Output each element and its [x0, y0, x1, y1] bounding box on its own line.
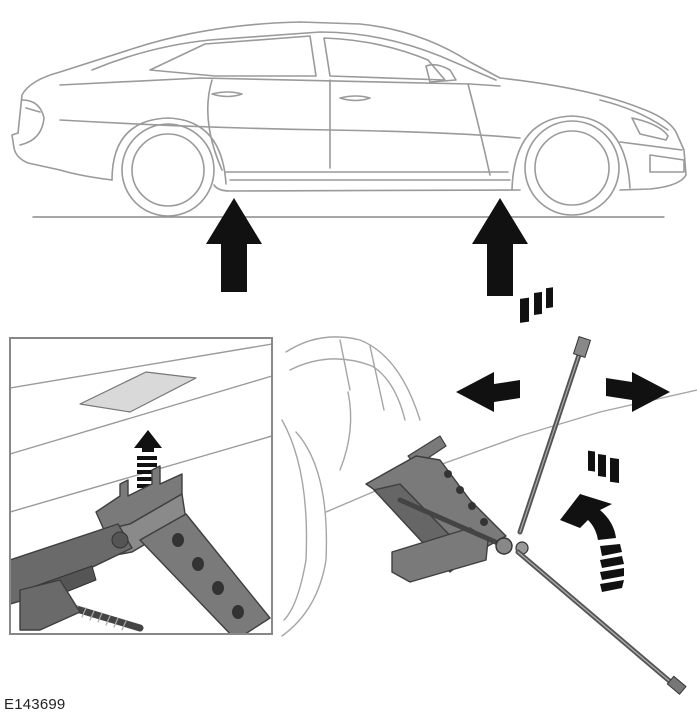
front-wheel — [524, 120, 620, 216]
jack-detail-inset — [9, 337, 273, 635]
jack-base — [391, 527, 489, 583]
figure-reference-code: E143699 — [4, 696, 66, 713]
rear-jack-point-arrow — [206, 198, 262, 292]
car-side-view — [11, 21, 687, 218]
jack-arm — [139, 513, 271, 633]
curved-lift-arrow — [560, 494, 624, 592]
rear-wheel — [121, 123, 215, 217]
jacking-point-plate — [79, 371, 197, 413]
rotation-arrow — [456, 287, 670, 483]
jack-point-arrows — [206, 198, 528, 296]
front-jack-point-arrow — [472, 198, 528, 296]
